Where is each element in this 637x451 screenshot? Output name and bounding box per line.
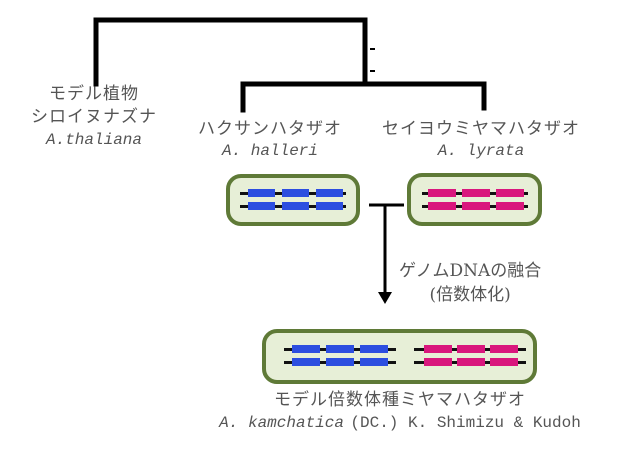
genome-segment-pink (428, 189, 456, 197)
parent-left-common-name: ハクサンハタザオ (198, 119, 342, 139)
parent-left-genome-cell (226, 174, 360, 226)
parent-right-label: セイヨウミヤマハタザオ A. lyrata (382, 118, 580, 162)
tree-tick-mark (370, 48, 375, 50)
genome-segment-pink (424, 345, 452, 353)
outgroup-scientific-name: A.thaliana (45, 131, 142, 149)
hybrid-authority: (DC.) K. Shimizu & Kudoh (350, 414, 581, 432)
genome-segment-pink (462, 202, 490, 210)
genome-segment-blue (248, 202, 275, 210)
tree-branch-sister (240, 81, 487, 113)
genome-segment-blue (292, 345, 320, 353)
fusion-arrow-head (378, 292, 392, 304)
genome-segment-blue (316, 202, 343, 210)
genome-segment-pink (424, 358, 452, 366)
genome-segment-pink (496, 202, 524, 210)
genome-segment-pink (462, 189, 490, 197)
genome-segment-blue (316, 189, 343, 197)
genome-segment-blue (292, 358, 320, 366)
hybrid-label: モデル倍数体種ミヤマハタザオ A. kamchatica (DC.) K. Sh… (219, 389, 581, 434)
genome-segment-pink (428, 202, 456, 210)
genome-segment-pink (457, 358, 485, 366)
outgroup-common-name-1: モデル植物 (49, 84, 139, 104)
parent-right-genome-cell (407, 173, 542, 226)
hybrid-genome-cell (262, 329, 537, 384)
hybrid-scientific-name: A. kamchatica (219, 414, 344, 432)
genome-segment-pink (457, 345, 485, 353)
tree-branch-root (93, 17, 368, 87)
genome-segment-blue (326, 358, 354, 366)
genome-segment-blue (360, 345, 388, 353)
genome-segment-pink (490, 345, 518, 353)
tree-tick-mark (370, 70, 375, 72)
fusion-process-line-2: (倍数体化) (429, 285, 511, 305)
genome-segment-pink (490, 358, 518, 366)
parent-left-label: ハクサンハタザオ A. halleri (198, 118, 342, 162)
parent-right-scientific-name: A. lyrata (437, 142, 525, 160)
hybrid-common-name: モデル倍数体種ミヤマハタザオ (273, 390, 526, 410)
fusion-process-line-1: ゲノムDNAの融合 (399, 261, 542, 281)
genome-segment-blue (326, 345, 354, 353)
parent-right-common-name: セイヨウミヤマハタザオ (382, 119, 580, 139)
genome-segment-blue (282, 189, 309, 197)
parent-left-scientific-name: A. halleri (221, 142, 318, 160)
genome-segment-blue (248, 189, 275, 197)
outgroup-label: モデル植物 シロイヌナズナ A.thaliana (31, 83, 157, 152)
fusion-process-label: ゲノムDNAの融合 (倍数体化) (399, 259, 541, 307)
genome-segment-blue (360, 358, 388, 366)
genome-segment-blue (282, 202, 309, 210)
genome-segment-pink (496, 189, 524, 197)
outgroup-common-name-2: シロイヌナズナ (31, 107, 157, 127)
